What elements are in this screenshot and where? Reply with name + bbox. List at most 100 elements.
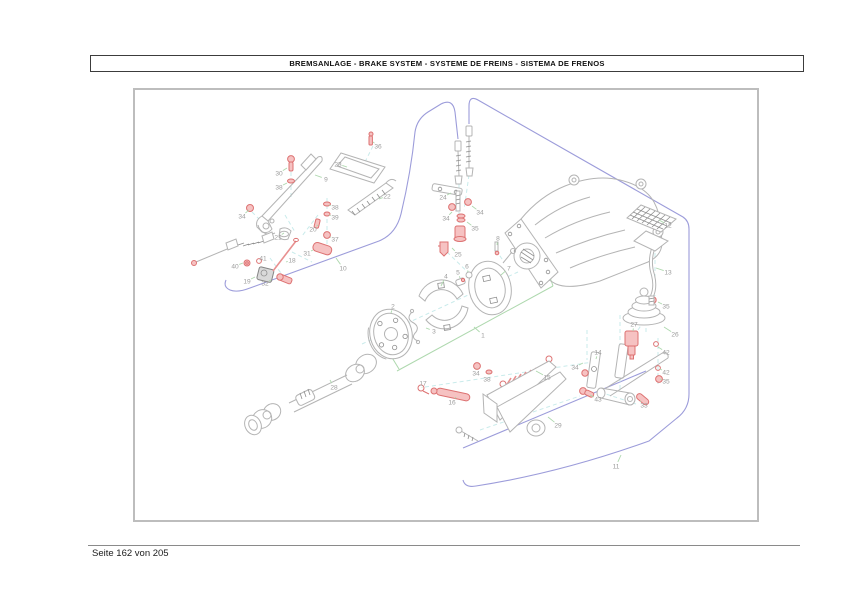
- part-number-label: 23: [334, 161, 342, 168]
- label-leader-line: [473, 326, 480, 333]
- part-number-label: 41: [259, 255, 267, 262]
- part-number-label: 38: [483, 376, 491, 383]
- part-number-label: 39: [331, 214, 339, 221]
- gear-lever-boot-drawing: [622, 287, 666, 360]
- part-number-label: 34: [476, 209, 484, 216]
- lever-fasteners-drawing: [246, 131, 374, 272]
- part-number-label: 26: [671, 331, 679, 338]
- brake-drum-drawing: [367, 308, 413, 360]
- part-number-label: 2: [391, 303, 395, 310]
- part-number-label: 37: [331, 236, 339, 243]
- trunnion-drawing: [431, 183, 472, 257]
- part-number-label: 31: [303, 250, 311, 257]
- part-number-label: 34: [238, 213, 246, 220]
- part-number-label: 42: [662, 349, 670, 356]
- part-number-label: 18: [288, 257, 296, 264]
- part-number-label: 34: [442, 215, 450, 222]
- brake-shoes-drawing: [418, 279, 469, 331]
- label-leader-line: [314, 174, 322, 178]
- label-leader-line: [500, 270, 506, 276]
- part-number-label: 3: [432, 328, 436, 335]
- part-number-label: 22: [383, 193, 391, 200]
- part-number-label: 7: [507, 265, 511, 272]
- part-number-label: 28: [330, 384, 338, 391]
- label-leader-line: [335, 257, 341, 265]
- brush-drawing: [347, 178, 397, 216]
- label-leader-line: [281, 232, 285, 235]
- relay-lever-drawing: [581, 341, 669, 406]
- label-leader-line: [458, 276, 461, 279]
- part-number-label: 8: [496, 235, 500, 242]
- part-number-label: 1: [481, 332, 485, 339]
- part-number-label: 43: [594, 396, 602, 403]
- label-leader-line: [655, 267, 664, 272]
- part-number-label: 36: [374, 143, 382, 150]
- page-title: BREMSANLAGE - BRAKE SYSTEM - SYSTEME DE …: [289, 59, 605, 68]
- pull-rod-drawing: [417, 362, 493, 402]
- cable-adjusters-drawing: [454, 125, 474, 185]
- part-number-label: 9: [324, 176, 328, 183]
- label-leader-line: [316, 224, 319, 227]
- label-leader-line: [342, 164, 348, 168]
- propeller-shaft-drawing: [244, 353, 377, 436]
- part-number-label: 20: [309, 226, 317, 233]
- part-number-label: 33: [640, 402, 648, 409]
- label-leader-line: [659, 378, 662, 381]
- title-banner: BREMSANLAGE - BRAKE SYSTEM - SYSTEME DE …: [90, 55, 804, 72]
- part-number-label: 35: [662, 378, 670, 385]
- part-number-label: 29: [554, 422, 562, 429]
- part-number-label: 21: [274, 234, 282, 241]
- grille-drawing: [626, 204, 677, 233]
- brake-backplate-drawing: [455, 248, 516, 316]
- part-number-label: 35: [471, 225, 479, 232]
- label-leader-line: [245, 209, 250, 214]
- equalizer-drawing: [243, 258, 293, 285]
- part-number-label: 17: [419, 380, 427, 387]
- bleed-tube-drawing: [633, 230, 669, 306]
- front-cable-end-drawing: [191, 231, 275, 266]
- part-number-label: 40: [231, 263, 239, 270]
- label-leader-line: [425, 327, 430, 330]
- part-number-label: 6: [465, 263, 469, 270]
- part-number-label: 34: [571, 364, 579, 371]
- handbrake-cable-front-drawing: [224, 101, 459, 292]
- label-leader-line: [589, 394, 595, 398]
- label-leader-line: [617, 454, 622, 463]
- label-leader-line: [372, 141, 375, 144]
- part-number-label: 10: [339, 265, 347, 272]
- label-leader-line: [657, 301, 663, 305]
- label-leader-line: [535, 370, 544, 376]
- label-leader-line: [639, 400, 642, 403]
- label-leader-line: [658, 219, 665, 224]
- label-leader-line: [285, 260, 288, 263]
- part-number-label: 13: [664, 269, 672, 276]
- part-number-label: 35: [662, 303, 670, 310]
- label-leader-line: [329, 379, 333, 384]
- part-number-label: 42: [662, 369, 670, 376]
- handbrake-cable-rear-drawing: [462, 97, 690, 487]
- part-number-label: 38: [275, 184, 283, 191]
- label-leader-line: [282, 167, 288, 171]
- part-number-label: 12: [664, 222, 672, 229]
- part-number-label: 25: [454, 251, 462, 258]
- axle-housing-drawing: [504, 174, 664, 289]
- footer-divider: [88, 545, 800, 546]
- label-leader-line: [547, 416, 555, 423]
- label-leader-line: [451, 247, 456, 252]
- part-number-label: 5: [456, 269, 460, 276]
- return-spring-drawing: [408, 308, 421, 345]
- label-leader-line: [657, 346, 663, 350]
- label-leader-line: [239, 262, 244, 265]
- clevis-pin-drawing: [494, 241, 500, 256]
- part-number-label: 34: [472, 370, 480, 377]
- label-leader-line: [328, 204, 331, 207]
- label-leader-line: [268, 279, 272, 282]
- label-leader-line: [663, 326, 672, 332]
- label-leader-line: [446, 192, 452, 196]
- label-leader-line: [250, 276, 256, 280]
- part-number-label: 15: [543, 374, 551, 381]
- mounting-bracket-drawing: [455, 360, 595, 442]
